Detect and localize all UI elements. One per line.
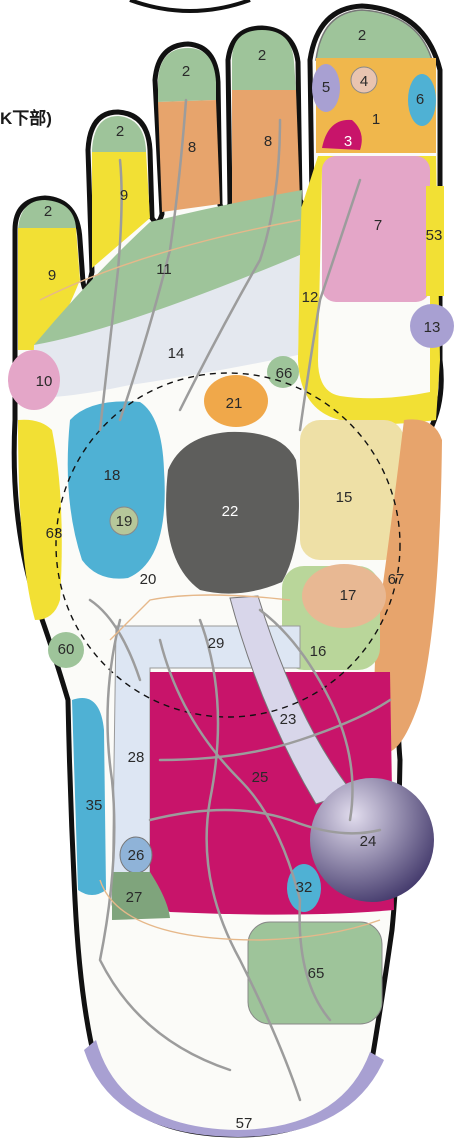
label-27: 27 [126,889,143,906]
zone-18 [68,401,165,578]
label-53: 53 [426,227,443,244]
label-19: 19 [116,513,133,530]
label-15: 15 [336,489,353,506]
label-3: 3 [344,133,352,150]
label-13: 13 [424,319,441,336]
label-22: 22 [222,503,239,520]
label-67: 67 [388,571,405,588]
label-10: 10 [36,373,53,390]
label-57: 57 [236,1115,253,1132]
label-7: 7 [374,217,382,234]
zone-63 [18,420,62,620]
label-5: 5 [322,79,330,96]
label-4: 4 [360,73,368,90]
label-17: 17 [340,587,357,604]
label-2: 2 [44,203,52,220]
label-11: 11 [156,261,172,278]
label-2: 2 [358,27,366,44]
label-23: 23 [280,711,297,728]
label-9: 9 [48,267,56,284]
zone-8-toe3 [158,100,220,212]
label-1: 1 [372,111,380,128]
label-20: 20 [140,571,157,588]
label-2: 2 [258,47,266,64]
label-35: 35 [86,797,103,814]
label-63: 63 [46,525,63,542]
label-66: 66 [276,365,293,382]
label-24: 24 [360,833,377,850]
label-21: 21 [226,395,243,412]
label-6: 6 [416,91,424,108]
label-65: 65 [308,965,325,982]
label-9: 9 [120,187,128,204]
label-2: 2 [116,123,124,140]
label-29: 29 [208,635,225,652]
label-12: 12 [302,289,319,306]
label-18: 18 [104,467,121,484]
label-26: 26 [128,847,145,864]
top-arc [130,0,250,11]
label-32: 32 [296,879,313,896]
label-25: 25 [252,769,269,786]
label-14: 14 [168,345,185,362]
label-28: 28 [128,749,145,766]
label-16: 16 [310,643,327,660]
label-8: 8 [188,139,196,156]
label-2: 2 [182,63,190,80]
label-60: 60 [58,641,75,658]
label-8: 8 [264,133,272,150]
